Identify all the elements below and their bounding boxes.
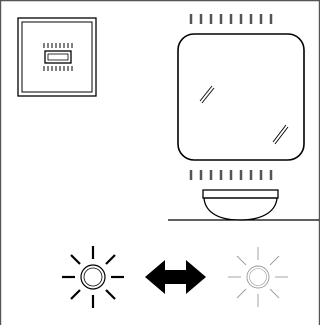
- double-arrow-icon: [145, 260, 206, 294]
- motion-sensor-switch-icon: [17, 17, 97, 97]
- mirror-glow-bottom: [189, 170, 273, 180]
- backlit-mirror-icon: [177, 33, 305, 161]
- vessel-sink-icon: [168, 189, 319, 221]
- dim-light-icon: [228, 247, 288, 307]
- mirror-glow-top: [189, 14, 273, 24]
- bright-light-icon: [62, 246, 124, 308]
